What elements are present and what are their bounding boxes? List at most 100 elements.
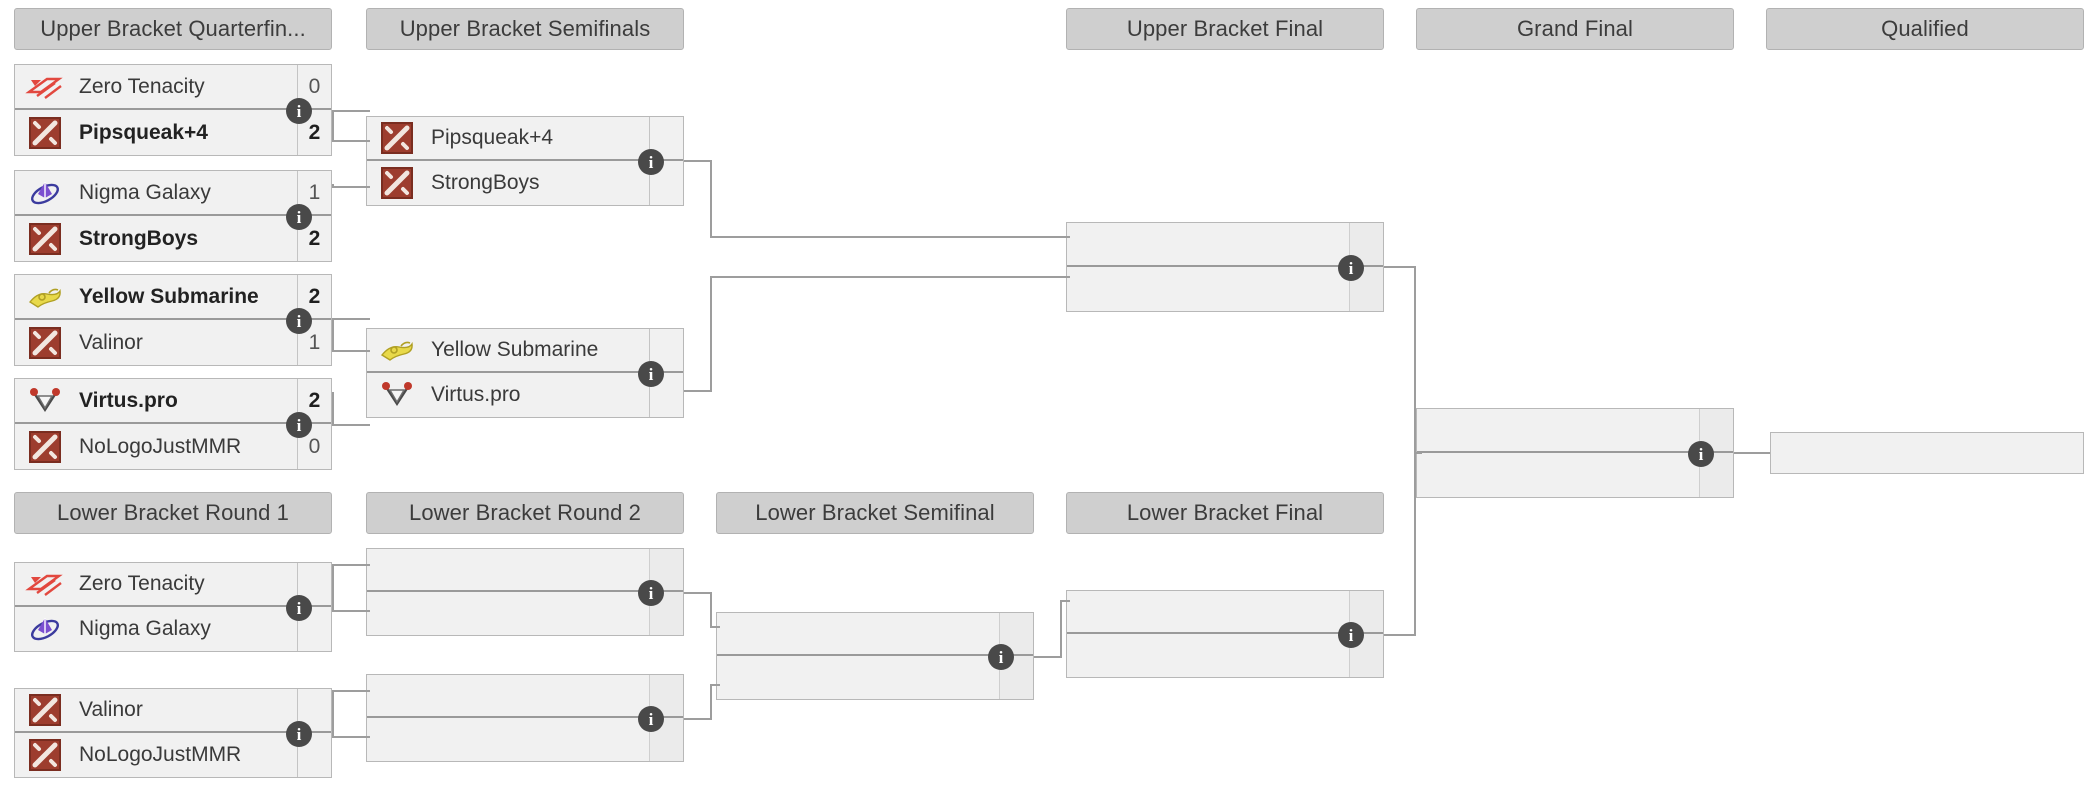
match-info-icon[interactable]: i	[286, 308, 312, 334]
round-header-grand-final[interactable]: Grand Final	[1416, 8, 1734, 50]
match-row-top[interactable]	[1417, 409, 1733, 453]
match-row-bottom[interactable]	[1067, 634, 1383, 677]
round-header-lower-bracket-round-2[interactable]: Lower Bracket Round 2	[366, 492, 684, 534]
match-ubqf4[interactable]: Virtus.pro 2 NoLogoJustMMR 0 i	[14, 378, 332, 470]
round-header-label: Lower Bracket Final	[1126, 500, 1324, 525]
team-score: 0	[297, 65, 331, 108]
match-row-top[interactable]: Zero Tenacity	[15, 563, 331, 607]
round-header-lower-bracket-final[interactable]: Lower Bracket Final	[1066, 492, 1384, 534]
match-info-icon[interactable]: i	[286, 721, 312, 747]
match-lbr1b[interactable]: Valinor NoLogoJustMMR i	[14, 688, 332, 778]
qualified-row[interactable]	[1771, 433, 2083, 473]
match-row-top[interactable]: Yellow Submarine	[367, 329, 683, 373]
match-info-icon[interactable]: i	[638, 149, 664, 175]
match-info-icon[interactable]: i	[638, 706, 664, 732]
match-row-bottom[interactable]: StrongBoys	[367, 161, 683, 205]
match-row-top[interactable]: Virtus.pro 2	[15, 379, 331, 424]
match-row-bottom[interactable]	[717, 656, 1033, 699]
round-header-upper-bracket-quarterfinals[interactable]: Upper Bracket Quarterfin...	[14, 8, 332, 50]
match-info-icon[interactable]: i	[286, 595, 312, 621]
match-ubqf3[interactable]: Yellow Submarine 2 Valinor 1 i	[14, 274, 332, 366]
match-lower-bracket-final[interactable]: i	[1066, 590, 1384, 678]
team-score: 2	[297, 379, 331, 422]
team-name: Valinor	[79, 698, 143, 721]
team-name: Nigma Galaxy	[79, 180, 211, 204]
team-name: Pipsqueak+4	[431, 126, 554, 149]
team-name: Nigma Galaxy	[79, 617, 211, 640]
match-lbr2b[interactable]: i	[366, 674, 684, 762]
match-info-icon[interactable]: i	[1338, 622, 1364, 648]
match-ubsf1[interactable]: Pipsqueak+4 StrongBoys i	[366, 116, 684, 206]
match-row-top[interactable]: Zero Tenacity 0	[15, 65, 331, 110]
match-info-icon[interactable]: i	[286, 204, 312, 230]
match-row-bottom[interactable]	[1417, 453, 1733, 497]
team-score	[1699, 409, 1733, 451]
team-name: Pipsqueak+4	[79, 120, 208, 144]
match-grand-final[interactable]: i	[1416, 408, 1734, 498]
team-name: Virtus.pro	[431, 383, 521, 406]
team-score	[649, 329, 683, 371]
team-name: NoLogoJustMMR	[79, 743, 242, 766]
match-row-top[interactable]: Pipsqueak+4	[367, 117, 683, 161]
round-header-qualified[interactable]: Qualified	[1766, 8, 2084, 50]
match-lbr1a[interactable]: Zero Tenacity Nigma Galaxy i	[14, 562, 332, 652]
match-info-icon[interactable]: i	[286, 98, 312, 124]
match-row-bottom[interactable]: NoLogoJustMMR 0	[15, 424, 331, 469]
match-info-icon[interactable]: i	[638, 580, 664, 606]
match-row-bottom[interactable]	[367, 592, 683, 635]
match-lbr2a[interactable]: i	[366, 548, 684, 636]
match-info-icon[interactable]: i	[988, 644, 1014, 670]
match-row-top[interactable]: Valinor	[15, 689, 331, 733]
match-row-bottom[interactable]: Pipsqueak+4 2	[15, 110, 331, 155]
match-lower-bracket-semifinal[interactable]: i	[716, 612, 1034, 700]
match-row-bottom[interactable]: StrongBoys 2	[15, 216, 331, 261]
round-header-label: Lower Bracket Semifinal	[755, 500, 995, 525]
team-score: 0	[297, 424, 331, 469]
match-row-bottom[interactable]: NoLogoJustMMR	[15, 733, 331, 777]
round-header-upper-bracket-final[interactable]: Upper Bracket Final	[1066, 8, 1384, 50]
team-score	[297, 607, 331, 651]
match-upper-bracket-final[interactable]: i	[1066, 222, 1384, 312]
match-row-bottom[interactable]	[367, 718, 683, 761]
dota-default-logo	[25, 693, 65, 727]
match-row-bottom[interactable]	[1067, 267, 1383, 311]
match-info-icon[interactable]: i	[1688, 441, 1714, 467]
team-score: 2	[297, 216, 331, 261]
dota-default-logo	[25, 430, 65, 464]
match-row-top[interactable]	[1067, 223, 1383, 267]
match-ubqf1[interactable]: Zero Tenacity 0 Pipsqueak+4 2 i	[14, 64, 332, 156]
match-info-icon[interactable]: i	[638, 361, 664, 387]
match-row-bottom[interactable]: Valinor 1	[15, 320, 331, 365]
match-row-top[interactable]	[367, 675, 683, 718]
match-row-top[interactable]	[367, 549, 683, 592]
round-header-upper-bracket-semifinals[interactable]: Upper Bracket Semifinals	[366, 8, 684, 50]
match-info-icon[interactable]: i	[286, 412, 312, 438]
match-row-bottom[interactable]: Nigma Galaxy	[15, 607, 331, 651]
zero-tenacity-logo	[25, 567, 65, 601]
match-info-icon[interactable]: i	[1338, 255, 1364, 281]
dota-default-logo	[25, 326, 65, 360]
round-header-lower-bracket-semifinal[interactable]: Lower Bracket Semifinal	[716, 492, 1034, 534]
dota-default-logo	[25, 738, 65, 772]
slot-qualified[interactable]	[1770, 432, 2084, 474]
team-score	[297, 733, 331, 777]
match-row-top[interactable]: Yellow Submarine 2	[15, 275, 331, 320]
team-name: Zero Tenacity	[79, 74, 205, 98]
match-row-top[interactable]: Nigma Galaxy 1	[15, 171, 331, 216]
team-score	[649, 161, 683, 205]
team-score: 1	[297, 171, 331, 214]
team-score	[649, 117, 683, 159]
team-name: Yellow Submarine	[79, 284, 259, 308]
nigma-galaxy-logo	[25, 612, 65, 646]
round-header-lower-bracket-round-1[interactable]: Lower Bracket Round 1	[14, 492, 332, 534]
team-score	[649, 373, 683, 417]
match-ubsf2[interactable]: Yellow Submarine Virtus.pro i	[366, 328, 684, 418]
team-name: Zero Tenacity	[79, 572, 205, 595]
yellow-submarine-logo	[25, 280, 65, 314]
match-ubqf2[interactable]: Nigma Galaxy 1 StrongBoys 2 i	[14, 170, 332, 262]
match-row-top[interactable]	[717, 613, 1033, 656]
match-row-top[interactable]	[1067, 591, 1383, 634]
dota-default-logo	[25, 222, 65, 256]
match-row-bottom[interactable]: Virtus.pro	[367, 373, 683, 417]
